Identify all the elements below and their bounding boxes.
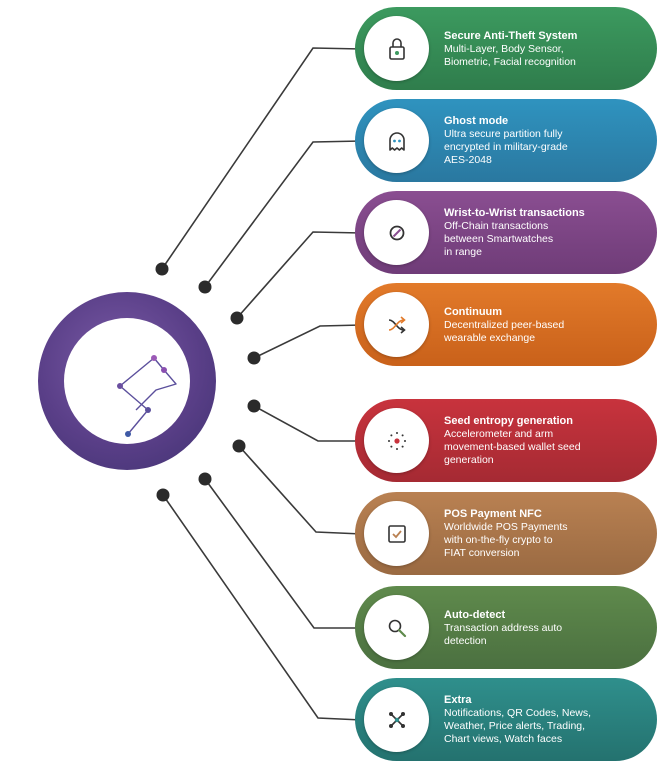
feature-description-line: Transaction address auto (444, 621, 563, 634)
feature-description-line: generation (444, 454, 494, 466)
feature-description-line: movement-based wallet seed (444, 441, 581, 453)
feature-title: Seed entropy generation (444, 415, 573, 427)
ghost-icon (364, 108, 429, 173)
shuffle-icon (364, 292, 429, 357)
connector-line-ghost-mode (204, 140, 363, 288)
connector-dot-ghost-mode (198, 280, 212, 294)
feature-description-line: Worldwide POS Payments (444, 521, 568, 533)
feature-description-line: with on-the-fly crypto to (444, 534, 553, 546)
dot-circle-icon (364, 408, 429, 473)
feature-description-line: encrypted in military-grade (444, 141, 568, 153)
feature-title: Secure Anti-Theft System (444, 29, 578, 42)
connector-line-wrist-to-wrist (236, 231, 363, 319)
padlock-icon (364, 16, 429, 81)
feature-title: Wrist-to-Wrist transactions (444, 207, 585, 219)
central-hub (38, 292, 216, 470)
feature-description-line: Decentralized peer-based (444, 318, 565, 331)
connector-dot-auto-detect (198, 472, 212, 486)
connector-line-seed-entropy (253, 405, 362, 442)
connector-dot-continuum (247, 351, 261, 365)
connector-dot-wrist-to-wrist (230, 311, 244, 325)
connector-line-anti-theft (161, 47, 363, 270)
feature-title: Ghost mode (444, 115, 509, 127)
feature-title: Continuum (444, 305, 503, 318)
feature-description-line: detection (444, 634, 487, 647)
connector-dot-seed-entropy (247, 399, 261, 413)
feature-description-line: in range (444, 246, 482, 258)
connector-dot-extra (156, 488, 170, 502)
magnifier-icon (364, 595, 429, 660)
feature-description-line: Multi-Layer, Body Sensor, (444, 42, 564, 55)
feature-description-line: AES-2048 (444, 154, 492, 166)
network-icon (364, 687, 429, 752)
connector-line-continuum (253, 324, 363, 359)
link-icon (364, 200, 429, 265)
feature-description-line: Off-Chain transactions (444, 220, 549, 232)
feature-title: Auto-detect (444, 608, 506, 621)
feature-description-line: Chart views, Watch faces (444, 733, 563, 745)
feature-description-line: Weather, Price alerts, Trading, (444, 720, 586, 732)
connector-dot-pos-payment (232, 439, 246, 453)
feature-description-line: wearable exchange (444, 331, 536, 344)
feature-description-line: Biometric, Facial recognition (444, 55, 576, 68)
connector-dot-anti-theft (155, 262, 169, 276)
connector-line-extra (162, 494, 363, 721)
feature-description-line: between Smartwatches (444, 233, 554, 245)
feature-title: Extra (444, 694, 472, 706)
connector-line-pos-payment (238, 445, 363, 535)
feature-description-line: Ultra secure partition fully (444, 128, 563, 140)
checkbox-icon (364, 501, 429, 566)
feature-description-line: FIAT conversion (444, 547, 520, 559)
lightning-logo-icon (117, 355, 177, 437)
feature-title: POS Payment NFC (444, 508, 542, 520)
feature-description-line: Notifications, QR Codes, News, (444, 707, 592, 719)
hub-logo (64, 318, 190, 444)
connector-line-auto-detect (204, 478, 362, 629)
feature-description-line: Accelerometer and arm (444, 428, 554, 440)
